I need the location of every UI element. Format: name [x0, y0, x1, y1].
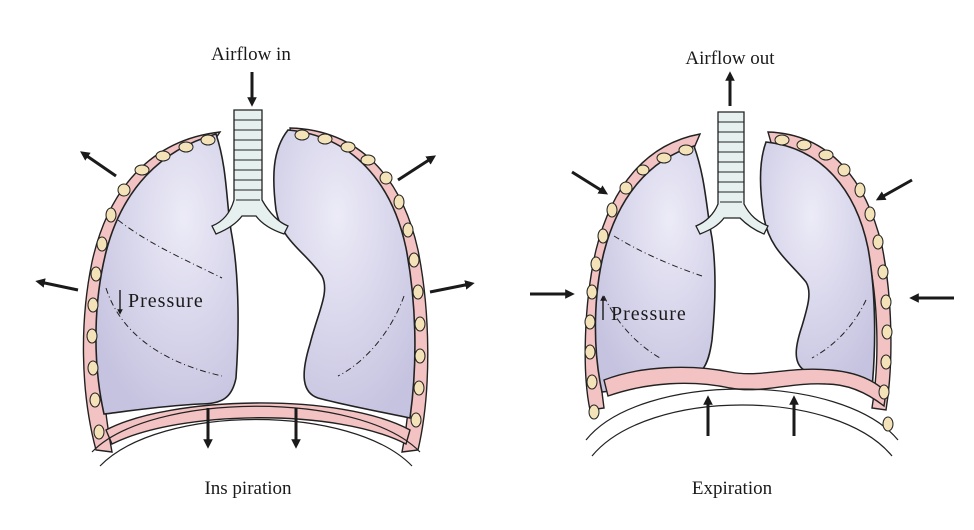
arrow-outward-icon — [397, 155, 437, 182]
lower-rib-arc — [585, 388, 899, 441]
arrow-inward-icon — [571, 170, 609, 195]
expiration-caption: Expiration — [692, 478, 773, 499]
ribs-right — [774, 134, 894, 432]
airflow-out-label: Airflow out — [685, 48, 775, 69]
right-lung-fissure — [811, 299, 867, 359]
pressure-label-expiration: Pressure — [611, 303, 687, 325]
ribs-left — [86, 134, 216, 440]
arrow-outward-icon — [80, 151, 117, 178]
expiration-panel: Airflow out Pressure Expiration — [530, 48, 954, 499]
right-lung-fissure — [337, 295, 405, 377]
ribs-right — [294, 129, 426, 428]
airflow-in-label: Airflow in — [211, 44, 291, 65]
arrow-outward-icon — [429, 280, 475, 294]
inspiration-panel: Airflow in Pressure Ins piration — [35, 44, 475, 499]
inspiration-caption: Ins piration — [204, 478, 292, 499]
left-lung-fissure-lower — [603, 295, 661, 359]
trachea — [211, 109, 289, 235]
diaphragm — [603, 366, 887, 408]
ribs-left — [584, 144, 694, 420]
arrow-inward-icon — [875, 178, 913, 201]
left-lung — [95, 133, 239, 415]
left-lung-fissure-upper — [613, 235, 703, 277]
trachea — [695, 111, 769, 235]
pressure-label-inspiration: Pressure — [128, 290, 204, 312]
left-lung-fissure-lower — [105, 287, 223, 377]
right-lung — [273, 129, 416, 419]
right-lung — [759, 141, 876, 389]
lower-rib-arc — [91, 405, 421, 453]
left-lung-fissure-upper — [117, 219, 223, 279]
arrow-outward-icon — [35, 278, 79, 292]
